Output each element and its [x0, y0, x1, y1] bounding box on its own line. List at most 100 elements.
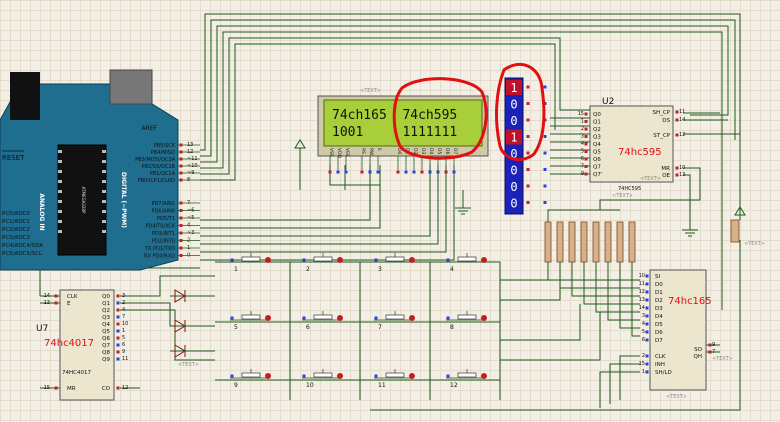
u165-pin-label: SH/LD — [655, 370, 672, 376]
u2-pin-label: Q5 — [593, 150, 601, 156]
pin-marker — [116, 343, 120, 347]
pin-marker — [675, 133, 679, 137]
u165-pin-label: D1 — [655, 290, 663, 296]
pin-marker — [116, 308, 120, 312]
pin-marker — [116, 386, 120, 390]
pin-marker — [543, 85, 547, 89]
pin-marker — [328, 170, 332, 174]
mcu-chip-label: ATMEGA328P — [81, 187, 86, 214]
pin-marker — [645, 298, 649, 302]
pin-marker — [645, 290, 649, 294]
diodes — [170, 289, 215, 358]
pin-marker — [675, 118, 679, 122]
pin-marker — [116, 322, 120, 326]
pin-marker — [179, 150, 183, 154]
u2-pin-num: 4 — [581, 141, 584, 147]
push-button — [241, 256, 261, 262]
lcd-highlight-circle — [392, 77, 488, 160]
lcd-pin-label: E — [376, 148, 382, 151]
u2-pin-label: Q3 — [593, 135, 601, 141]
bargraph-segment — [506, 80, 522, 95]
button-number: 7 — [378, 324, 382, 331]
pin-marker — [446, 374, 450, 378]
u165-pin-label: D2 — [655, 298, 663, 304]
u7-pin-num: 4 — [122, 307, 125, 313]
u7-pin-label: Q1 — [102, 301, 110, 307]
u165-pin-num: 6 — [642, 337, 645, 343]
pin-marker — [526, 85, 530, 89]
u7-pin-label: Q2 — [102, 308, 110, 314]
button-number: 5 — [234, 324, 238, 331]
u2-pin-label: SH_CP — [652, 110, 670, 116]
u2-pin-label: Q7' — [593, 172, 602, 178]
pin-marker — [584, 120, 588, 123]
u165-pin-label: QH — [694, 354, 702, 360]
button-state-dot — [481, 373, 487, 379]
lcd-pin-label: D6 — [444, 148, 450, 154]
pin-marker — [396, 170, 400, 174]
pin-marker — [179, 224, 183, 227]
digital-pin-label: PB0/ICP1/CLKO — [138, 178, 175, 184]
u7-pin-label: Q4 — [102, 322, 110, 328]
pin-marker — [543, 184, 547, 188]
bargraph-segment-value: 0 — [510, 197, 517, 211]
pin-marker — [645, 306, 649, 310]
push-button — [385, 372, 405, 378]
u7-pin-num: 13 — [44, 300, 50, 306]
u165-pin-num: 11 — [639, 281, 645, 287]
u2-pin-num: 9 — [581, 171, 584, 177]
bargraph-segment — [506, 96, 522, 112]
u165-pin-num: 14 — [639, 305, 645, 311]
u165-pin-label: D3 — [655, 306, 663, 312]
button-number: 9 — [234, 382, 238, 389]
u165-pin-num: 10 — [639, 273, 645, 279]
u2-text-tag: <TEXT> — [612, 193, 633, 199]
pin-marker — [543, 168, 547, 171]
u2-ref: U2 — [602, 97, 614, 107]
bargraph-highlight-circle — [495, 63, 546, 162]
u7-pin-num: 14 — [44, 293, 50, 299]
pin-marker — [584, 135, 588, 138]
u165-pin-label: D5 — [655, 322, 663, 328]
digital-pin-label: PD4/T0/XCK — [146, 224, 176, 230]
u7-part: 74HC4017 — [62, 370, 91, 376]
push-button — [313, 372, 333, 378]
push-button — [457, 372, 477, 378]
pin-marker — [420, 170, 424, 174]
pin-marker — [584, 165, 588, 168]
pin-marker — [543, 135, 547, 138]
u7-pin-label: CO — [102, 386, 111, 392]
push-button — [385, 256, 405, 262]
pin-marker — [404, 170, 408, 174]
diode-text-tag: <TEXT> — [178, 362, 199, 368]
u165-pin-label: D4 — [655, 314, 663, 320]
digital-pin-label: PB5/SCK — [154, 143, 176, 149]
u7-pin-label: Q0 — [102, 294, 110, 300]
u2-annotation: 74hc595 — [618, 147, 662, 158]
bargraph-segment-value: 0 — [510, 164, 517, 178]
u2-pin-label: MR — [661, 166, 670, 172]
pin-marker — [179, 246, 183, 250]
pin-marker — [428, 170, 432, 174]
bargraph-segment — [506, 179, 522, 194]
digital-pin-label: TX PD1/TXD — [144, 246, 175, 252]
pin-marker — [230, 374, 234, 378]
u7-pin-label: Q3 — [102, 315, 110, 321]
u7-pin-num: 1 — [122, 328, 125, 334]
pin-marker — [543, 201, 547, 204]
u165-extra-tag: <TEXT> — [712, 356, 733, 362]
button-state-dot — [337, 315, 343, 321]
pin-marker — [452, 170, 456, 174]
button-number: 1 — [234, 266, 238, 273]
lcd-pin-label: D4 — [428, 148, 434, 154]
button-number: 11 — [378, 382, 386, 389]
pin-marker — [116, 294, 120, 298]
button-number: 10 — [306, 382, 314, 389]
resistor-text-tag: <TEXT> — [744, 241, 765, 247]
u165-pin-label: D6 — [655, 330, 663, 336]
pin-marker — [584, 112, 588, 116]
u2-pin-num: 5 — [581, 149, 584, 155]
